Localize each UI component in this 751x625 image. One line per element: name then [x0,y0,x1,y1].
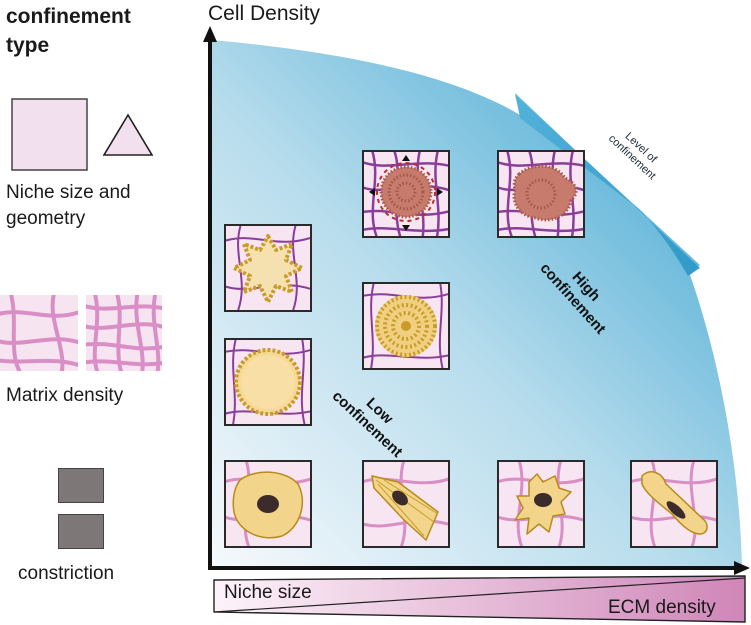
niche-size-label: Niche size and geometry [6,182,131,229]
constriction-label: constriction [18,563,115,584]
tile-protrusive-cell [497,460,585,548]
tile-packed-spheroid [362,282,450,370]
triangle-niche-icon [102,113,154,156]
tile-fan-cell [362,460,450,548]
tile-invasive-spheroid [497,150,585,238]
niche-size-bar-label: Niche size [224,582,312,603]
matrix-sparse-icon [0,295,78,371]
tile-stellate-cluster [224,224,312,312]
constriction-block-bottom [58,514,104,549]
ecm-density-bar [213,575,746,623]
tile-spread-cell [224,460,312,548]
matrix-dense-icon [86,295,162,371]
square-niche-icon [11,98,88,171]
constriction-block-top [58,468,104,503]
tile-hollow-cyst [224,338,312,426]
legend-title: confinement type [6,5,131,57]
y-axis-label: Cell Density [208,2,321,25]
ecm-density-bar-label: ECM density [608,597,716,618]
matrix-density-label: Matrix density [6,385,124,406]
tile-dense-spheroid-arrows [362,150,450,238]
tile-migrating-cell [630,460,718,548]
